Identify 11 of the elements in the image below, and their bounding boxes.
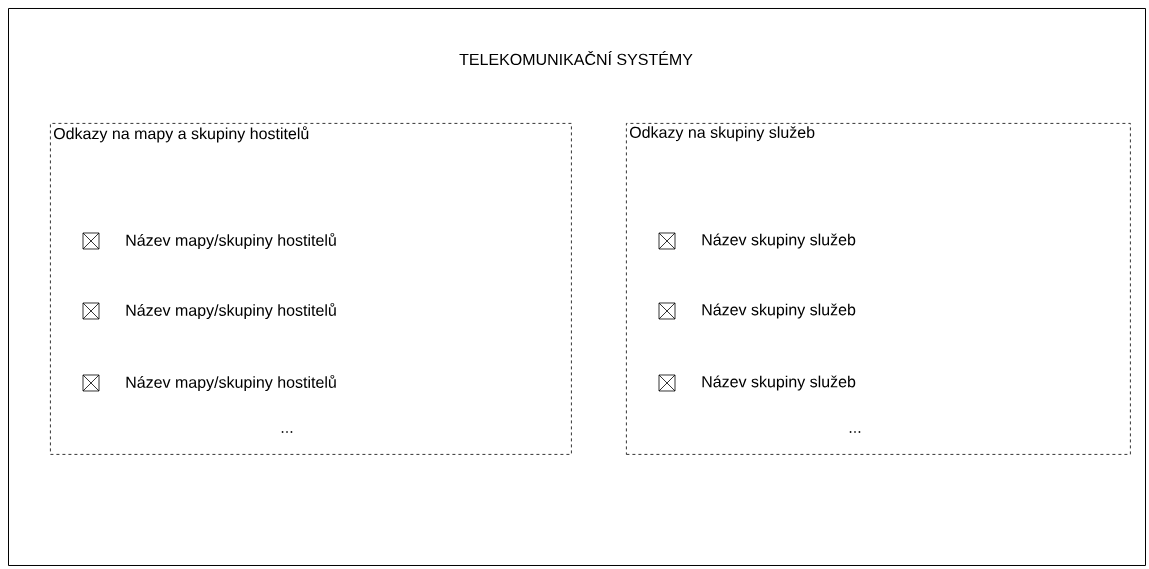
item-label: Název mapy/skupiny hostitelů: [126, 232, 336, 250]
ellipsis: ...: [849, 431, 861, 433]
item-label: Název skupiny služeb: [702, 233, 856, 249]
box-heading: Odkazy na skupiny služeb: [629, 126, 815, 142]
item-label: Název mapy/skupiny hostitelů: [126, 374, 336, 392]
ellipsis: ...: [281, 431, 293, 433]
item-label: Název skupiny služeb: [702, 303, 856, 319]
item-label: Název skupiny služeb: [702, 375, 856, 391]
item-label: Název mapy/skupiny hostitelů: [126, 302, 336, 320]
box-heading: Odkazy na mapy a skupiny hostitelů: [53, 126, 309, 143]
title: TELEKOMUNIKAČNÍ SYSTÉMY: [459, 50, 693, 66]
